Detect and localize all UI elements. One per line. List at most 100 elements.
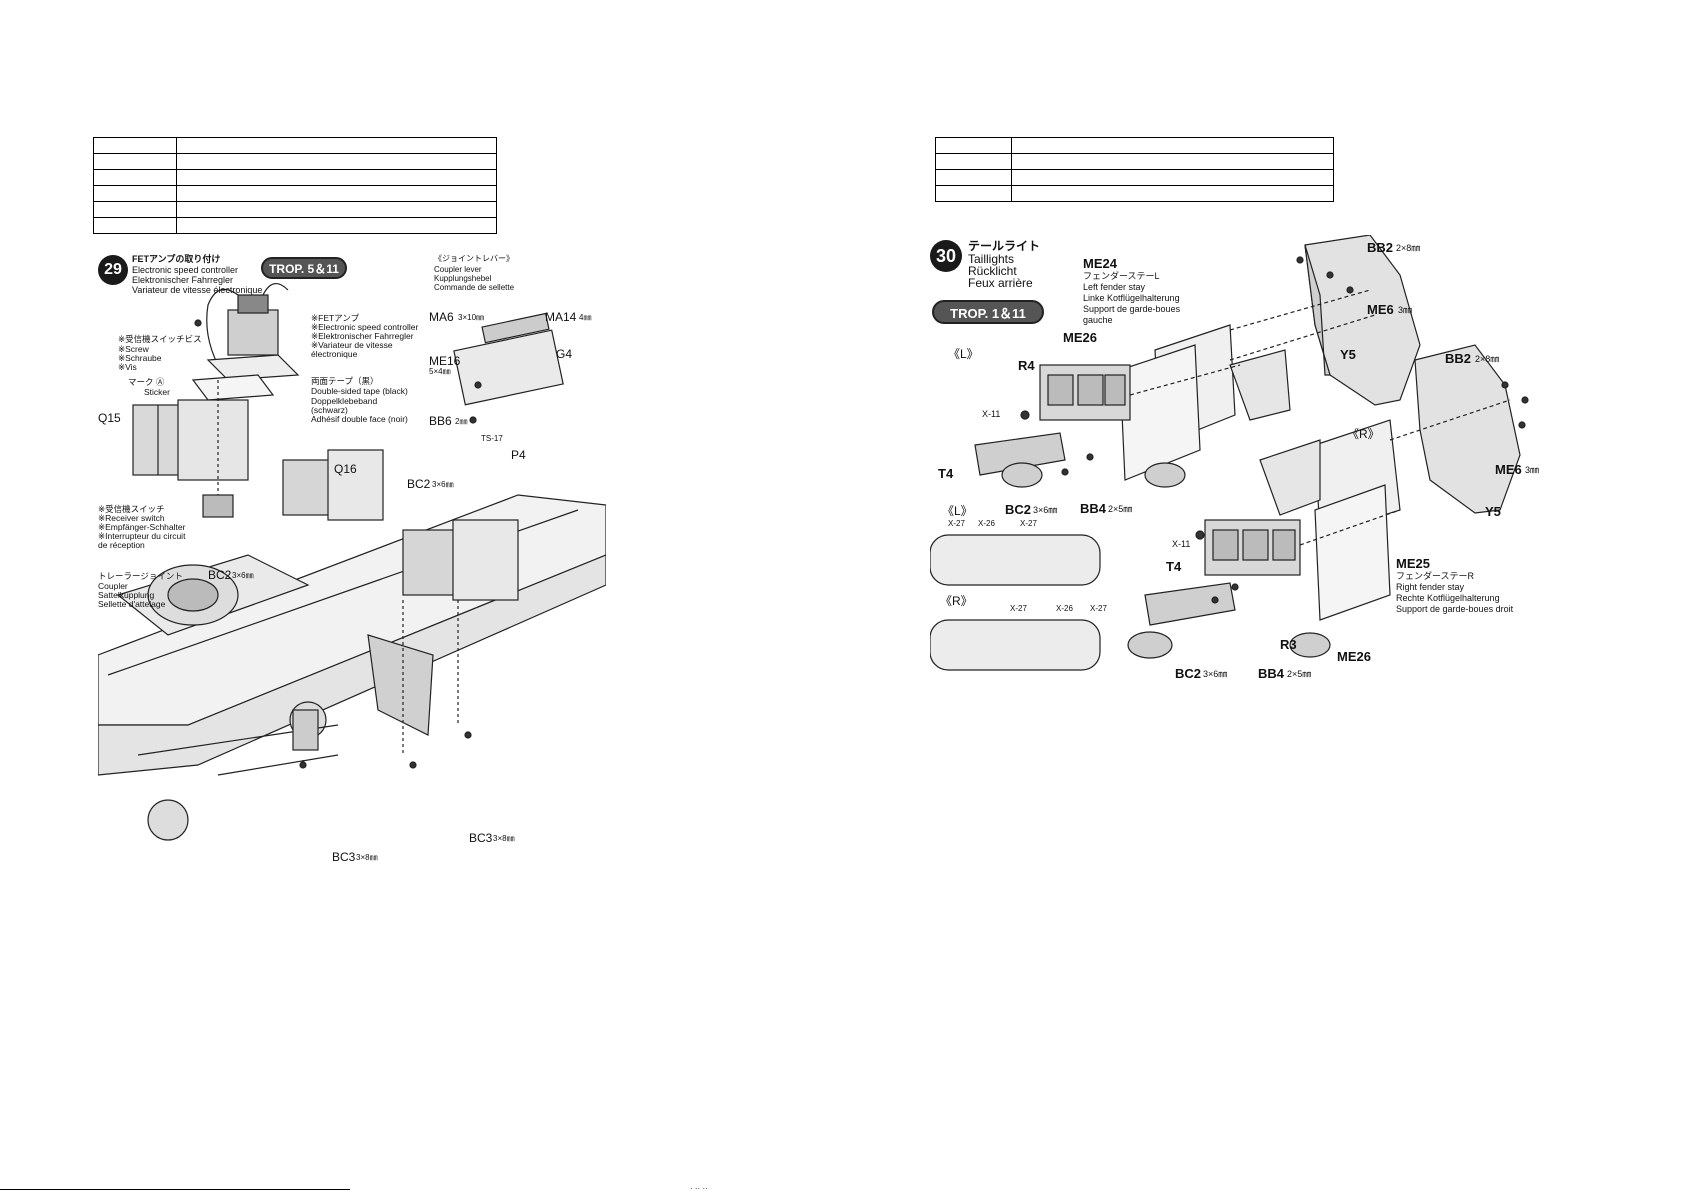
me25-fr: Support de garde-boues droit: [1396, 604, 1514, 614]
part-bc2-top-size: 3×6㎜: [432, 480, 454, 489]
table-row: [93, 169, 497, 186]
tape-label-en: Double-sided tape (black): [311, 386, 408, 396]
blank-record-table-left: [93, 137, 497, 234]
sticker-label-jp: マーク Ⓐ: [128, 377, 165, 387]
side-l-label: 《L》: [948, 347, 979, 361]
step-title-en: Taillights: [968, 252, 1015, 266]
step-title-jp: FETアンプの取り付け: [132, 254, 221, 264]
step-title-fr: Feux arrière: [968, 276, 1033, 290]
step-title-de: Elektronischer Fahrregler: [132, 275, 234, 285]
part-bc2-top: BC2: [1005, 502, 1032, 517]
part-r3: R3: [1280, 637, 1297, 652]
switch-label-de: ※Empfänger-Schhalter: [98, 522, 186, 532]
screw-label-en: ※Screw: [118, 344, 149, 354]
coupler-lever-jp: 《ジョイントレバー》: [434, 254, 514, 263]
part-bb6: BB6: [429, 414, 452, 428]
lens-r-x27-b: X-27: [1090, 604, 1107, 613]
part-r4: R4: [1018, 358, 1035, 373]
coupler-label-fr: Sellette d'attelage: [98, 599, 166, 609]
me24-en: Left fender stay: [1083, 282, 1146, 292]
me25-de: Rechte Kotflügelhalterung: [1396, 593, 1500, 603]
side-r-label: 《R》: [1347, 427, 1380, 441]
part-x11-top: X-11: [982, 409, 1001, 419]
part-bc2-bottom: BC2: [1175, 666, 1202, 681]
coupler-lever-de: Kupplungshebel: [434, 274, 492, 283]
left-page: 29 FETアンプの取り付け Electronic speed controll…: [0, 0, 842, 1193]
table-row: [93, 217, 497, 234]
me24-fr2: gauche: [1083, 315, 1113, 325]
table-row: [93, 201, 497, 218]
part-bb4-bottom-size: 2×5㎜: [1287, 669, 1312, 679]
part-me16-size: 5×4㎜: [429, 367, 451, 376]
coupler-label-de: Sattelkupplung: [98, 590, 155, 600]
step-number-badge: 29: [98, 255, 128, 285]
esc-assembly-drawing: [98, 283, 606, 841]
part-bb4-top-size: 2×5㎜: [1108, 504, 1133, 514]
tape-label-fr: Adhésif double face (noir): [311, 414, 408, 424]
lens-l-x26: X-26: [978, 519, 995, 528]
part-bb4-bottom: BB4: [1258, 666, 1285, 681]
right-page: 30 テールライト Taillights Rücklicht Feux arri…: [842, 0, 1685, 1191]
part-bb2-top: BB2: [1367, 240, 1394, 255]
part-g4: G4: [556, 347, 573, 361]
esc-label-jp: ※FETアンプ: [311, 313, 360, 323]
table-row: [93, 137, 497, 154]
part-me6-right-size: 3㎜: [1525, 465, 1540, 475]
part-me16: ME16: [429, 354, 461, 368]
part-p4: P4: [511, 448, 526, 462]
part-ma14-size: 4㎜: [579, 313, 592, 322]
step-title-jp: テールライト: [968, 239, 1041, 253]
part-y5-top: Y5: [1340, 347, 1356, 362]
part-bc2-top: BC2: [407, 477, 431, 491]
part-bc2-left: BC2: [208, 568, 232, 582]
tape-label-jp: 両面テープ（黒）: [311, 376, 379, 386]
coupler-label-en: Coupler: [98, 581, 128, 591]
part-t4-bottom: T4: [1166, 559, 1182, 574]
sticker-label-en: Sticker: [144, 387, 170, 397]
esc-label-en: ※Electronic speed controller: [311, 322, 419, 332]
part-ts17: TS-17: [481, 434, 503, 443]
part-bb2-right: BB2: [1445, 351, 1472, 366]
trop-badge: TROP. 5＆11: [261, 257, 347, 279]
part-bb2-right-size: 2×8㎜: [1475, 354, 1500, 364]
taillight-assembly-drawing: [930, 235, 1529, 671]
part-bc3-right-size: 3×8㎜: [493, 834, 515, 843]
part-ma14: MA14: [545, 310, 577, 324]
table-row: [93, 153, 497, 170]
part-bb4-top: BB4: [1080, 501, 1107, 516]
part-bb2-top-size: 2×8㎜: [1396, 243, 1421, 253]
esc-label-fr2: électronique: [311, 349, 358, 359]
me24-label: ME24: [1083, 256, 1117, 271]
step-29-figure: 29 FETアンプの取り付け Electronic speed controll…: [98, 254, 606, 880]
footer-mark: · ·· ··: [690, 1184, 708, 1193]
lens-r-x27-a: X-27: [1010, 604, 1027, 613]
part-q15: Q15: [98, 411, 121, 425]
me25-jp: フェンダーステーR: [1396, 571, 1475, 581]
part-bc2-top-size: 3×6㎜: [1033, 505, 1058, 515]
footer-rule: [0, 1189, 350, 1190]
table-row: [93, 185, 497, 202]
part-me6-right: ME6: [1495, 462, 1522, 477]
me25-label: ME25: [1396, 556, 1430, 571]
coupler-label-jp: トレーラージョイント: [98, 571, 183, 581]
step-title-en: Electronic speed controller: [132, 265, 239, 275]
part-bc2-left-size: 3×6㎜: [232, 571, 254, 580]
part-q16: Q16: [334, 462, 357, 476]
part-bc2-bottom-size: 3×6㎜: [1203, 669, 1228, 679]
table-row: [935, 169, 1334, 186]
tape-label-de2: (schwarz): [311, 405, 348, 415]
table-row: [935, 137, 1334, 154]
part-t4-top: T4: [938, 466, 954, 481]
me24-de: Linke Kotflügelhalterung: [1083, 293, 1180, 303]
switch-label-en: ※Receiver switch: [98, 513, 165, 523]
part-ma6: MA6: [429, 310, 454, 324]
part-bc3-left-size: 3×8㎜: [356, 853, 378, 862]
lens-r-x26: X-26: [1056, 604, 1073, 613]
screw-label-fr: ※Vis: [118, 362, 137, 372]
part-ma6-size: 3×10㎜: [458, 313, 485, 322]
me25-en: Right fender stay: [1396, 582, 1465, 592]
part-me6-top: ME6: [1367, 302, 1394, 317]
blank-record-table-right: [935, 137, 1334, 202]
step-30-figure: 30 テールライト Taillights Rücklicht Feux arri…: [930, 235, 1560, 700]
esc-label-de: ※Elektronischer Fahrregler: [311, 331, 414, 341]
